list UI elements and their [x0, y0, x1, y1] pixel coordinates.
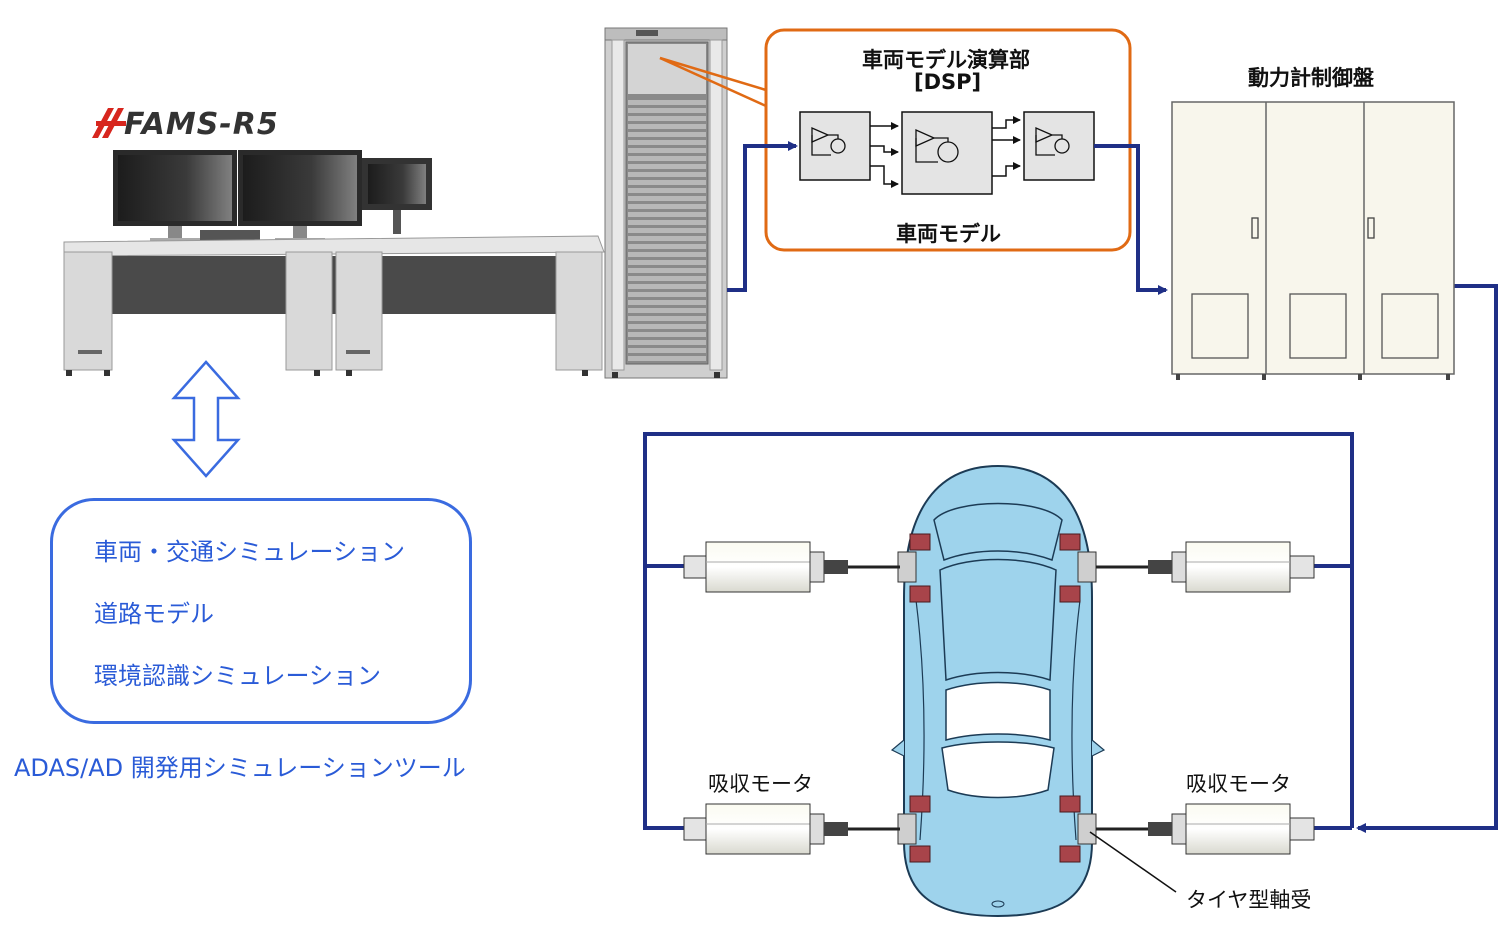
workstation-desk [63, 150, 605, 376]
bidirectional-arrow-icon [171, 360, 241, 478]
tire-bearing-label: タイヤ型軸受 [1186, 888, 1312, 912]
vehicle-model-label: 車両モデル [896, 222, 1001, 246]
sim-item-road-model: 道路モデル [94, 600, 214, 628]
sim-item-environment-recognition: 環境認識シミュレーション [94, 662, 382, 690]
dsp-block-diagram [799, 111, 1095, 195]
car-top-view [890, 464, 1106, 918]
absorption-motor-front-left [683, 541, 900, 593]
absorption-motor-rear-right [1096, 803, 1315, 855]
dsp-subtitle: [DSP] [914, 70, 982, 94]
motor-label-right: 吸収モータ [1186, 772, 1291, 796]
fams-logo-text: FAMS-R5 [124, 107, 279, 142]
server-rack [604, 27, 728, 379]
simulation-tools-box [50, 498, 472, 724]
dsp-title: 車両モデル演算部 [862, 48, 1030, 72]
sim-item-vehicle-traffic: 車両・交通シミュレーション [94, 538, 406, 566]
absorption-motor-rear-left [683, 803, 900, 855]
power-control-panel [1171, 101, 1455, 380]
signal-wires [643, 141, 1498, 833]
power-panel-label: 動力計制御盤 [1248, 66, 1374, 90]
motor-label-left: 吸収モータ [708, 772, 813, 796]
fams-logo: FAMS-R5 [90, 107, 279, 142]
fams-logo-mark-icon [92, 108, 126, 138]
tire-bearing-leader [1089, 831, 1177, 893]
absorption-motor-front-right [1096, 541, 1315, 593]
tool-caption: ADAS/AD 開発用シミュレーションツール [14, 754, 466, 782]
